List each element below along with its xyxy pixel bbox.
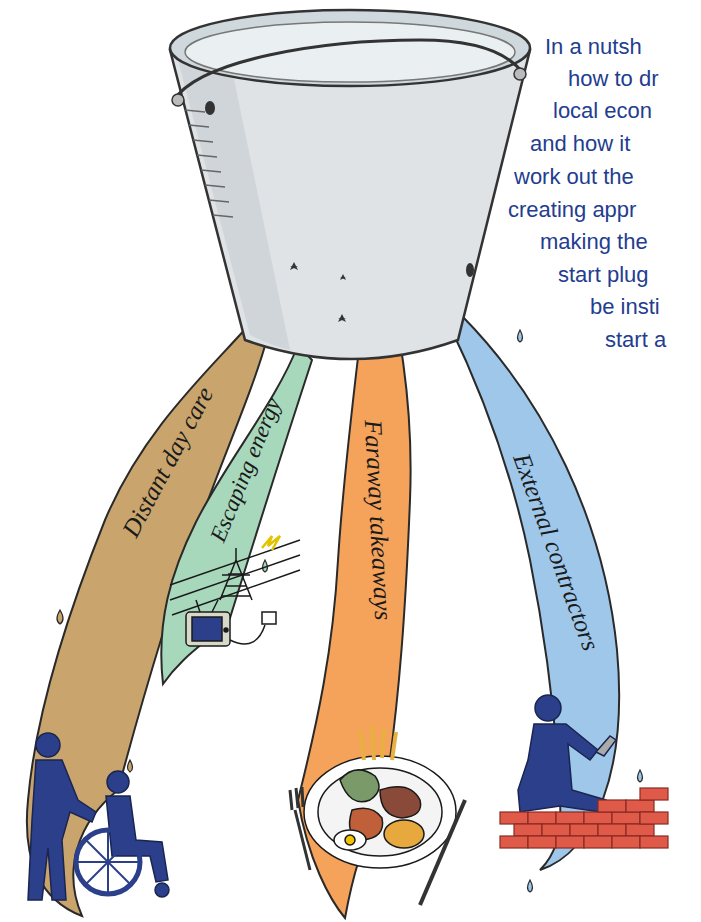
bucket: [170, 10, 530, 359]
side-text: making the: [540, 229, 648, 255]
side-text: work out the: [514, 164, 634, 190]
energy-stream: [161, 345, 312, 684]
side-text: start a: [605, 327, 666, 353]
side-text: creating appr: [508, 197, 636, 223]
pylon-and-tv: [170, 536, 300, 646]
bricklayer: [500, 695, 668, 848]
side-text: be insti: [590, 294, 660, 320]
side-text: In a nutsh: [545, 34, 642, 60]
side-text: and how it: [530, 131, 630, 157]
food-plate: [290, 726, 465, 905]
side-text: local econ: [553, 98, 652, 124]
drips: [57, 610, 133, 772]
side-text: start plug: [558, 262, 649, 288]
day-care-stream: [27, 318, 268, 916]
side-text: how to dr: [568, 66, 659, 92]
wheelchair-figures: [28, 733, 169, 900]
contractor-stream: [448, 316, 619, 870]
